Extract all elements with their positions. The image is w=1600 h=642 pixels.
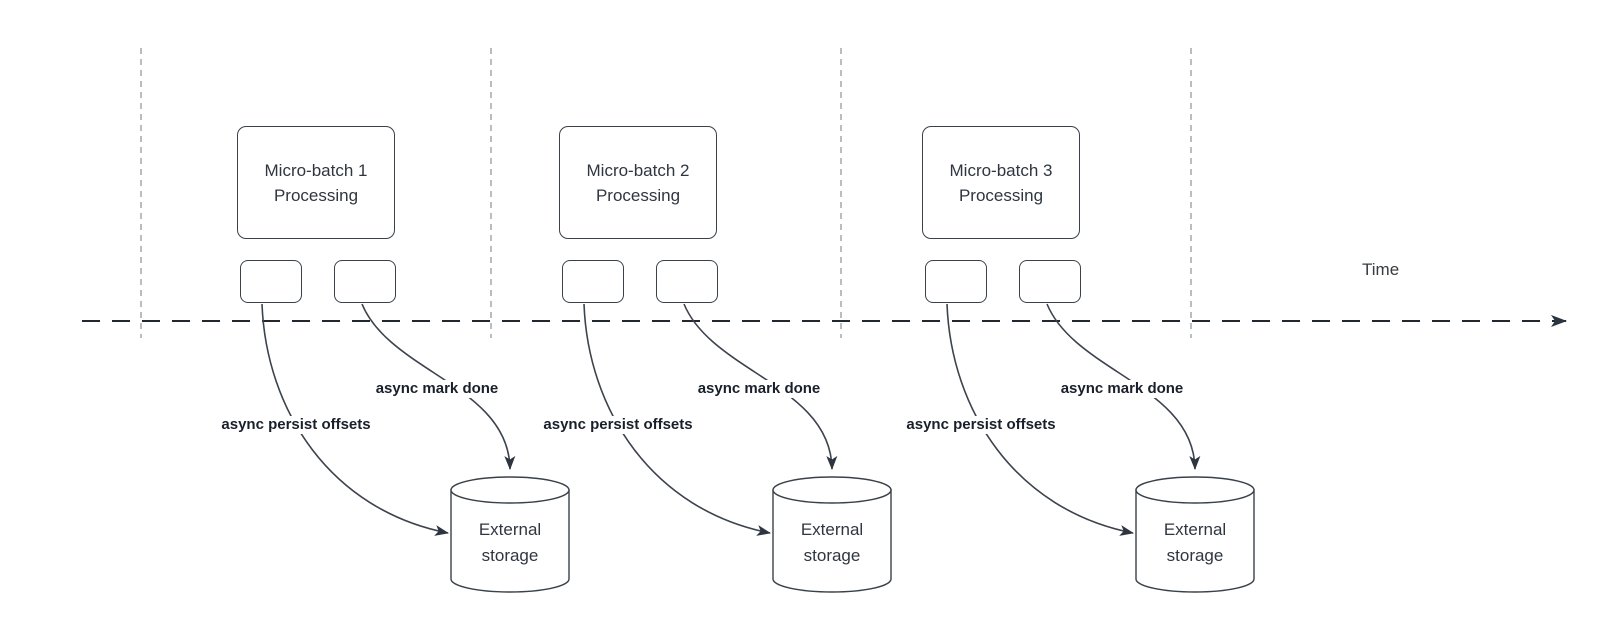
async-mark-done-label-1: async mark done — [372, 380, 502, 398]
cylinder-body — [1135, 489, 1255, 593]
external-storage-label-3: External storage — [1163, 520, 1227, 565]
micro-batch-2-processing-box: Micro-batch 2 Processing — [559, 126, 717, 239]
micro-batch-1-processing-box: Micro-batch 1 Processing — [237, 126, 395, 239]
persist-offsets-task-box-2 — [562, 260, 624, 303]
external-storage-cylinder-3 — [1135, 476, 1255, 593]
async-persist-offsets-label-2: async persist offsets — [540, 416, 696, 434]
cylinder-top — [1135, 476, 1255, 504]
cylinder-top — [772, 476, 892, 504]
mark-done-task-box-2 — [656, 260, 718, 303]
async-mark-done-label-3: async mark done — [1057, 380, 1187, 398]
micro-batch-3-processing-box: Micro-batch 3 Processing — [922, 126, 1080, 239]
async-persist-offsets-label-1: async persist offsets — [218, 416, 374, 434]
persist-offsets-task-box-3 — [925, 260, 987, 303]
cylinder-top — [450, 476, 570, 504]
cylinder-body — [450, 489, 570, 593]
async-mark-done-label-2: async mark done — [694, 380, 824, 398]
external-storage-cylinder-2 — [772, 476, 892, 593]
mark-done-task-box-1 — [334, 260, 396, 303]
persist-offsets-task-box-1 — [240, 260, 302, 303]
async-persist-arrow-1 — [261, 303, 449, 536]
mark-done-task-box-3 — [1019, 260, 1081, 303]
cylinder-body — [772, 489, 892, 593]
async-persist-arrow-2 — [583, 303, 771, 536]
external-storage-label-2: External storage — [800, 520, 864, 565]
external-storage-cylinder-1 — [450, 476, 570, 593]
async-persist-offsets-label-3: async persist offsets — [903, 416, 1059, 434]
async-persist-arrow-3 — [946, 303, 1134, 536]
external-storage-label-1: External storage — [478, 520, 542, 565]
time-axis-label: Time — [1362, 260, 1400, 279]
